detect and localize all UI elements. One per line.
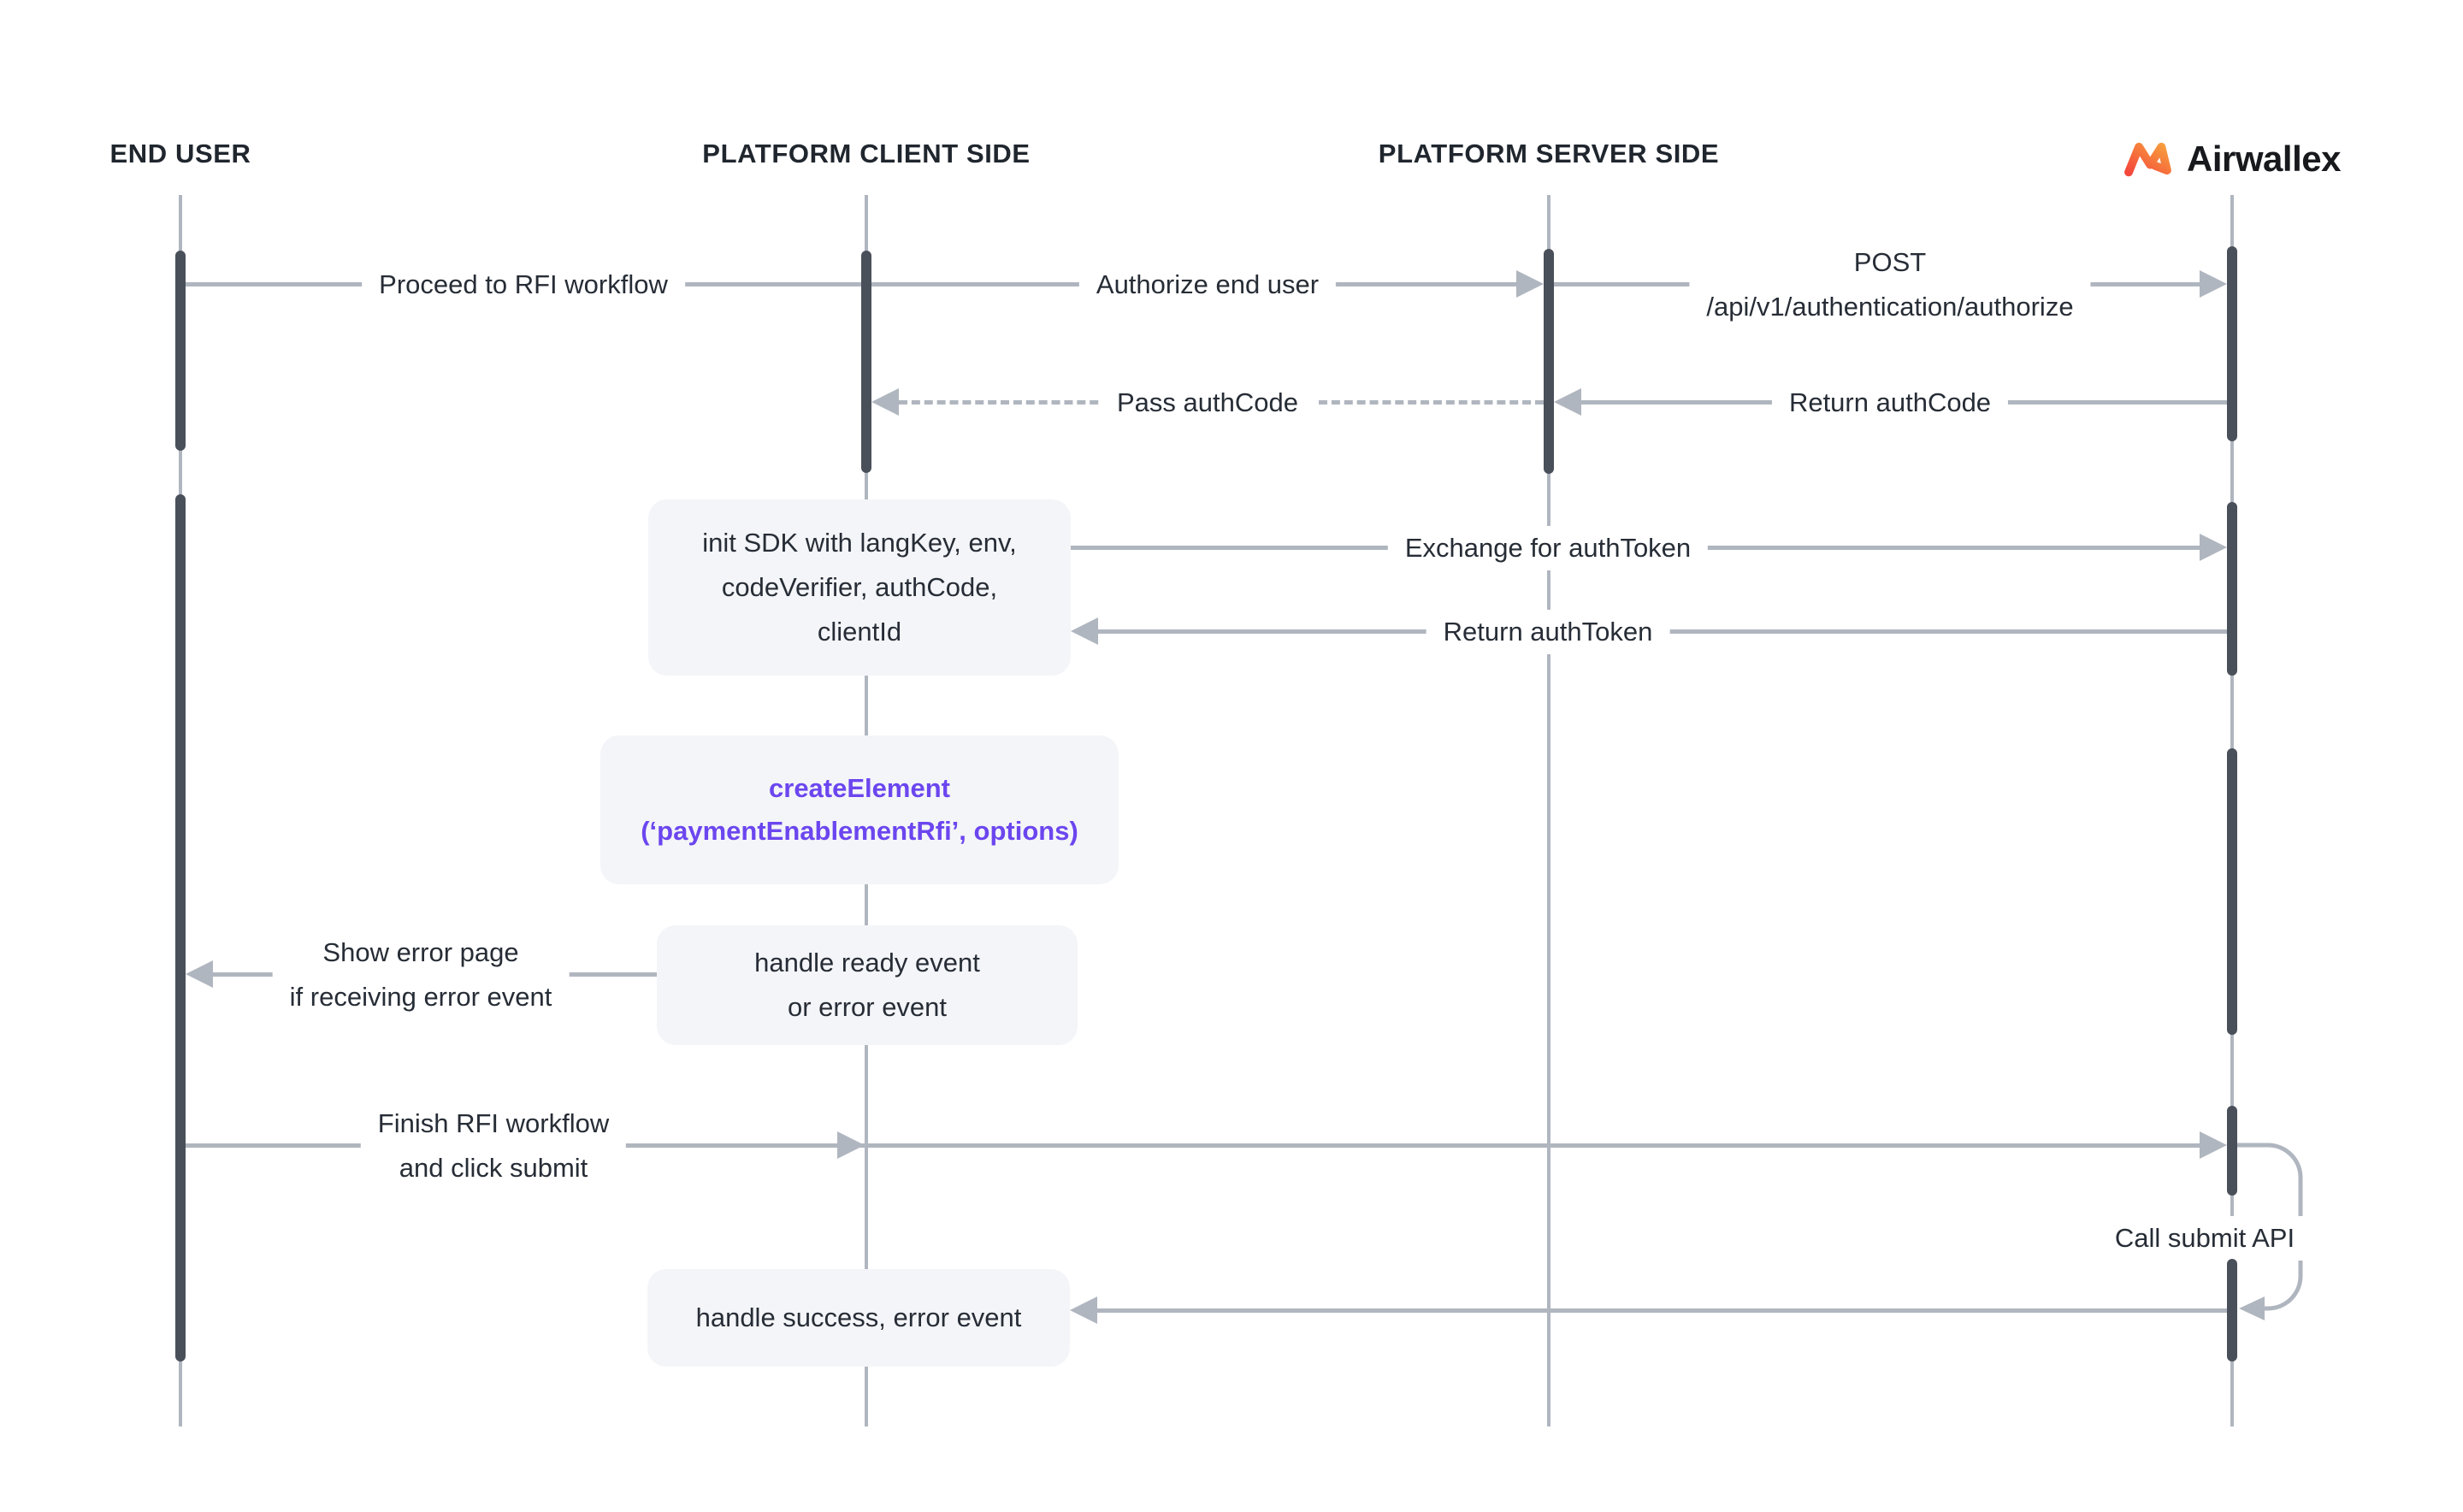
lane-header-platform-client: PLATFORM CLIENT SIDE [702, 139, 1031, 168]
arrowhead-exchange-to-airwallex [2200, 534, 2227, 561]
activation-bar-end-user-2 [175, 494, 186, 1361]
arrowhead-finish-to-airwallex [2200, 1131, 2227, 1159]
arrowhead-return-authtoken-to-client [1071, 617, 1098, 645]
lifeline-platform-server [1547, 195, 1550, 1426]
airwallex-logo-icon [2124, 142, 2171, 177]
activation-bar-airwallex-4 [2227, 1106, 2237, 1196]
message-line-handle-success [1097, 1308, 2227, 1313]
create-element-line2: (‘paymentEnablementRfi’, options) [641, 816, 1078, 846]
post-path-text: /api/v1/authentication/authorize [1706, 292, 2074, 322]
message-line-proceed-authorize [186, 282, 1518, 286]
show-error-line2: if receiving error event [289, 982, 552, 1012]
create-element-line1: createElement [769, 773, 950, 803]
activation-bar-client-1 [861, 251, 871, 473]
activation-bar-airwallex-3 [2227, 748, 2237, 1035]
message-label-exchange-authtoken: Exchange for authToken [1387, 526, 1709, 570]
post-method-text: POST [1853, 247, 1927, 277]
lane-header-airwallex: Airwallex [2123, 139, 2341, 180]
message-label-show-error: Show error page if receiving error event [272, 930, 570, 1019]
arrowhead-post-to-airwallex [2200, 270, 2227, 298]
activation-bar-airwallex-5 [2227, 1259, 2237, 1361]
arrowhead-pass-authcode-to-client [871, 388, 899, 416]
activation-bar-airwallex-2 [2227, 502, 2237, 676]
airwallex-logo-wordmark: Airwallex [2187, 139, 2341, 179]
message-label-return-authcode: Return authCode [1771, 381, 2009, 425]
show-error-line1: Show error page [322, 937, 519, 967]
arrowhead-finish-to-client [837, 1131, 865, 1159]
activation-bar-server-1 [1544, 249, 1554, 474]
arrowhead-submit-loop [2239, 1296, 2265, 1320]
handle-ready-line1: handle ready event [754, 948, 980, 977]
lane-header-end-user: END USER [109, 139, 251, 168]
init-sdk-line2: codeVerifier, authCode, [721, 572, 998, 602]
message-label-post: POST /api/v1/authentication/authorize [1689, 240, 2091, 329]
arrowhead-show-error-to-end-user [186, 960, 213, 988]
handle-ready-line2: or error event [787, 992, 948, 1022]
note-handle-success: handle success, error event [647, 1269, 1070, 1367]
message-label-return-authtoken: Return authToken [1426, 610, 1670, 654]
message-label-authorize-end-user: Authorize end user [1078, 263, 1337, 307]
activation-bar-airwallex-1 [2227, 246, 2237, 441]
note-create-element: createElement (‘paymentEnablementRfi’, o… [600, 735, 1119, 884]
init-sdk-line1: init SDK with langKey, env, [702, 528, 1017, 558]
message-label-pass-authcode: Pass authCode [1100, 381, 1315, 425]
finish-rfi-line1: Finish RFI workflow [377, 1108, 610, 1138]
message-label-proceed-rfi: Proceed to RFI workflow [362, 263, 685, 307]
message-line-finish-rfi [186, 1143, 2200, 1148]
handle-success-line1: handle success, error event [695, 1302, 1022, 1332]
message-label-finish-rfi: Finish RFI workflow and click submit [360, 1102, 627, 1190]
arrowhead-return-authcode-to-server [1554, 388, 1581, 416]
note-handle-ready: handle ready event or error event [657, 925, 1078, 1045]
airwallex-logo: Airwallex [2123, 139, 2341, 180]
lane-header-platform-server: PLATFORM SERVER SIDE [1378, 139, 1720, 168]
finish-rfi-line2: and click submit [399, 1153, 588, 1183]
arrowhead-authorize-to-server [1516, 270, 1544, 298]
activation-bar-end-user-1 [175, 251, 186, 451]
init-sdk-line3: clientId [817, 617, 902, 647]
note-init-sdk: init SDK with langKey, env, codeVerifier… [648, 499, 1071, 676]
message-label-call-submit: Call submit API [2097, 1216, 2312, 1261]
arrowhead-success-to-client [1070, 1296, 1097, 1324]
